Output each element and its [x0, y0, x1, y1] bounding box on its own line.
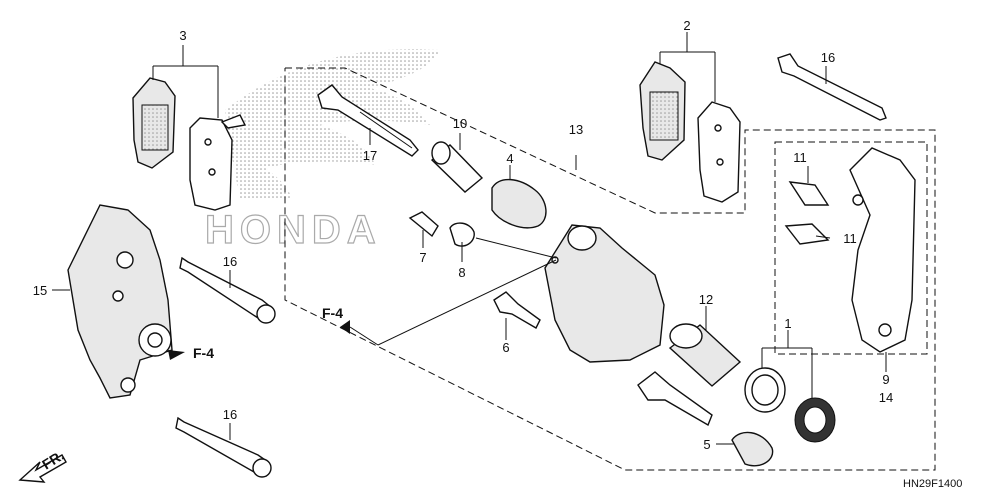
callout-16-bottom: 16	[223, 407, 237, 422]
brake-pad-set-2	[639, 61, 741, 203]
callout-17: 17	[363, 148, 377, 163]
front-direction-arrow	[18, 454, 67, 483]
caliper-body-15	[67, 204, 173, 399]
callout-1: 1	[784, 316, 791, 331]
callout-5: 5	[703, 437, 710, 452]
bolt-16-bottom	[175, 416, 272, 478]
bleeder-7	[408, 211, 439, 238]
cap-8	[449, 222, 475, 247]
honda-wing-watermark: HONDA	[204, 49, 440, 253]
slide-pin-5	[637, 371, 774, 467]
bolt-16-middle	[179, 256, 276, 324]
callout-7: 7	[419, 250, 426, 265]
callout-11-top: 11	[793, 150, 807, 165]
seals-1	[744, 367, 836, 443]
slide-pin-boot-10	[430, 141, 484, 193]
ref-f4-left: F-4	[322, 305, 343, 321]
callout-2: 2	[683, 18, 690, 33]
diagram-code: HN29F1400	[903, 478, 962, 490]
retainer-11-top	[788, 181, 830, 206]
callout-13: 13	[569, 122, 583, 137]
callout-15: 15	[33, 283, 47, 298]
bolt-17	[317, 84, 419, 157]
retainer-11-bottom	[784, 223, 830, 245]
callout-9: 9	[882, 372, 889, 387]
kit-13-boundary	[284, 67, 936, 471]
kit-9-boundary	[774, 141, 928, 355]
brake-pad-set-3	[132, 77, 247, 211]
honda-watermark-text: HONDA	[205, 208, 382, 252]
piston-12	[668, 323, 742, 387]
callout-11-bottom: 11	[843, 231, 857, 246]
f4-arrow-left	[340, 320, 350, 334]
bolt-6	[493, 291, 541, 329]
callout-16-middle: 16	[223, 254, 237, 269]
f4-arrow-right	[168, 350, 185, 360]
callout-14: 14	[879, 390, 893, 405]
callout-6: 6	[502, 340, 509, 355]
boot-4	[491, 178, 547, 229]
callout-10: 10	[453, 116, 467, 131]
callout-12: 12	[699, 292, 713, 307]
ref-f4-right: F-4	[193, 345, 214, 361]
bracket-9	[849, 147, 916, 353]
bolt-16-top	[777, 53, 887, 121]
callout-3: 3	[179, 28, 186, 43]
callout-4: 4	[506, 151, 513, 166]
callout-16-top: 16	[821, 50, 835, 65]
callout-8: 8	[458, 265, 465, 280]
caliper-body-right	[544, 224, 665, 363]
leader-lines	[52, 32, 887, 445]
